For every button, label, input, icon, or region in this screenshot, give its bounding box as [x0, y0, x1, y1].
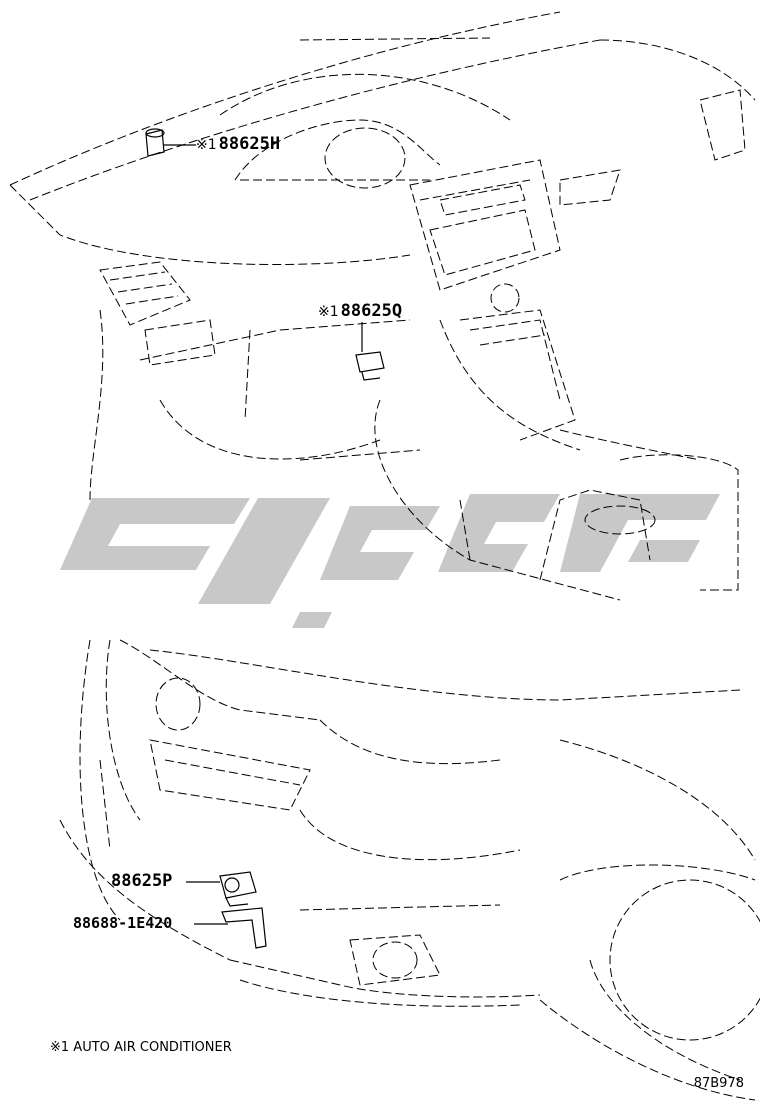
- part-number-88688-1e420: 88688-1E420: [73, 914, 173, 932]
- sensor-parts-lower: [186, 871, 267, 949]
- callout-bracket[interactable]: 88688-1E420: [73, 916, 172, 931]
- auto-ac-mark: ※1: [318, 304, 339, 320]
- auto-ac-mark: ※1: [196, 137, 217, 153]
- footnote-auto-air-conditioner: ※1 AUTO AIR CONDITIONER: [50, 1040, 232, 1055]
- part-number-88625q: 88625Q: [340, 301, 403, 321]
- bumper-illustration: [59, 639, 760, 1101]
- watermark-logo: [60, 494, 720, 628]
- sensor-parts-upper: [145, 128, 385, 381]
- dashboard-illustration: [9, 11, 756, 601]
- figure-code: 87B978: [693, 1076, 744, 1091]
- part-number-88625p: 88625P: [111, 871, 173, 891]
- part-number-88625h: 88625H: [218, 134, 281, 154]
- callout-sensor-p[interactable]: 88625P: [111, 873, 172, 890]
